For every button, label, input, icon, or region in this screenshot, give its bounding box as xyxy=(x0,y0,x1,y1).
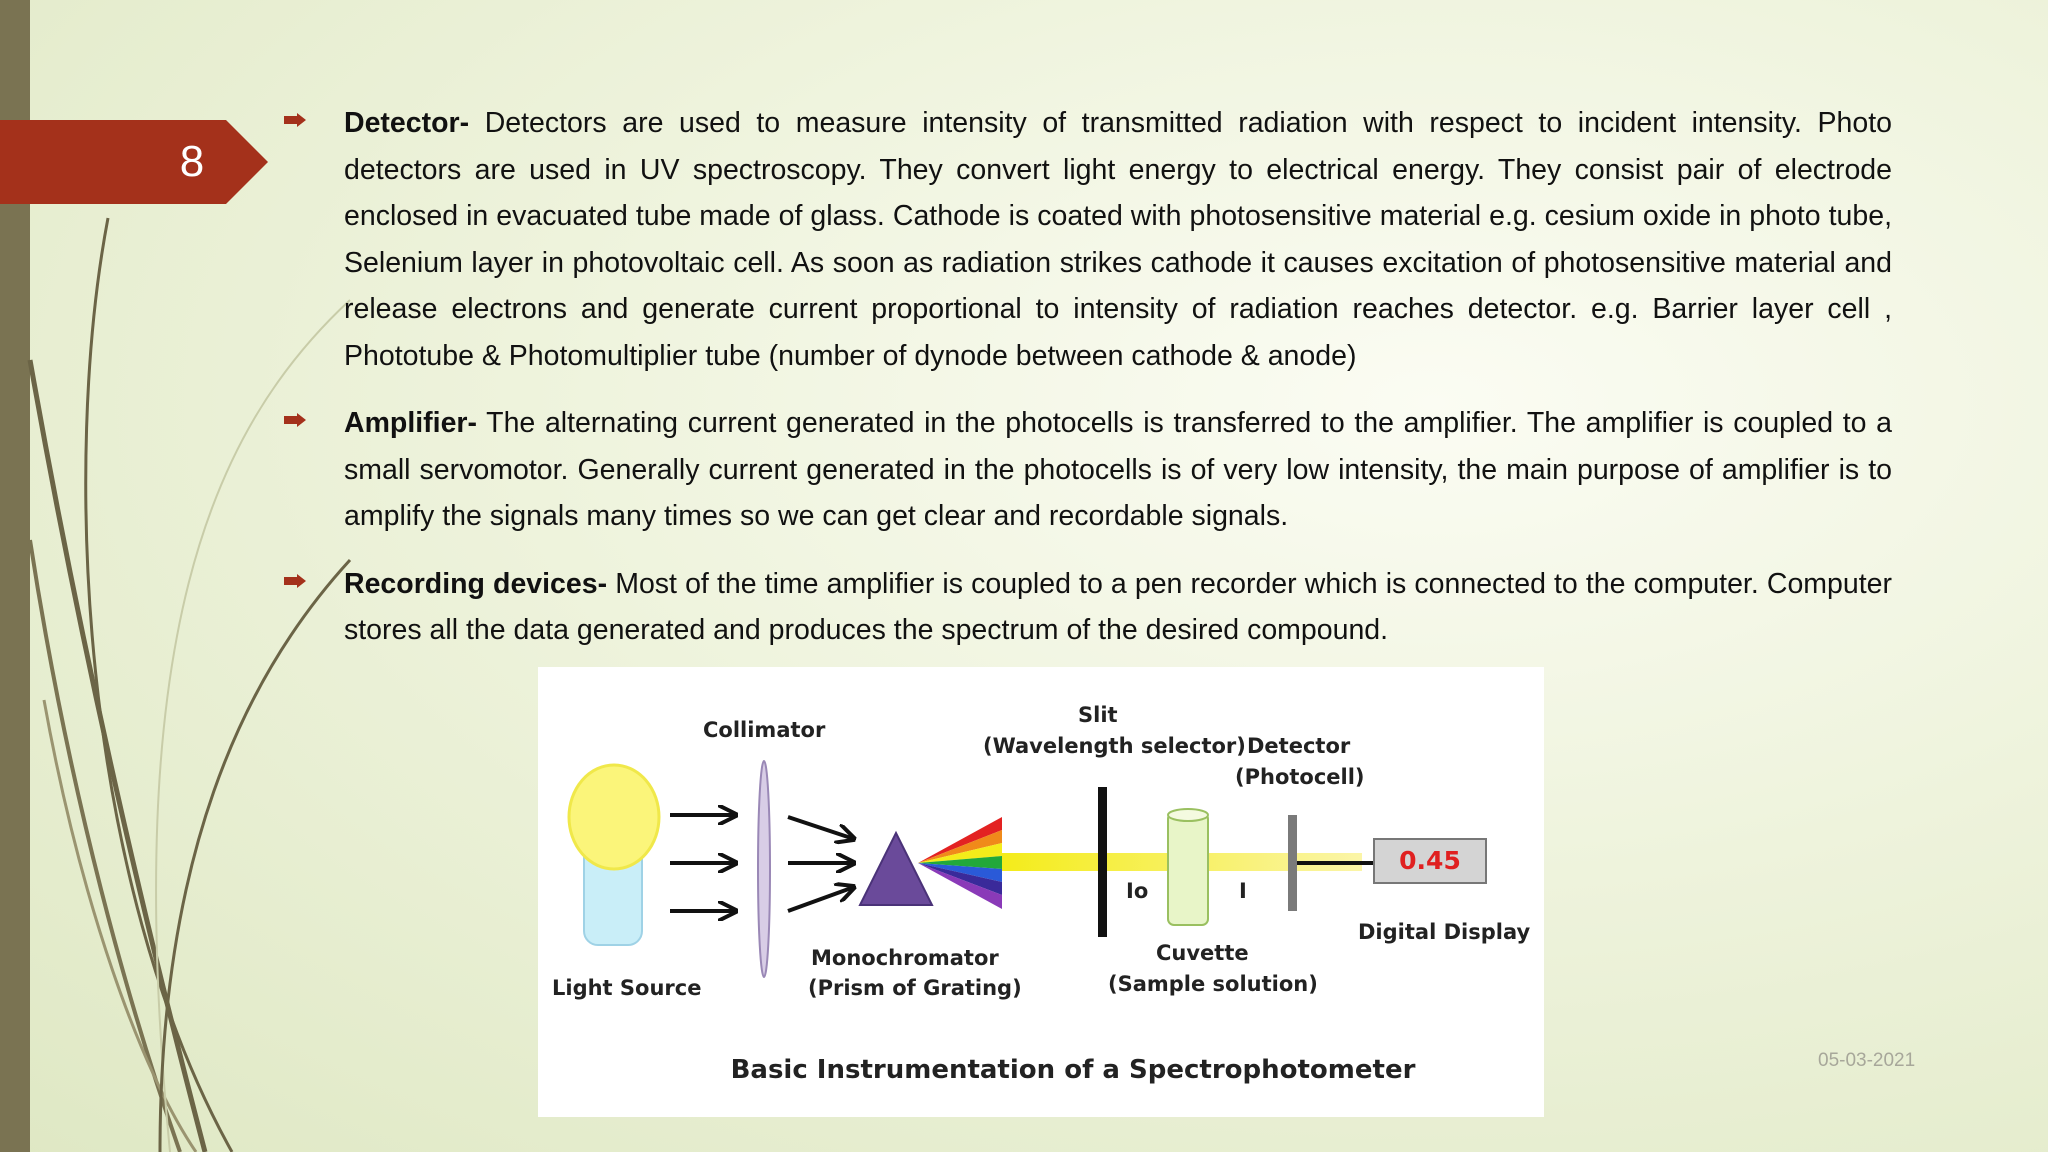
slide-number-tab: 8 xyxy=(0,120,268,204)
label-slit: Slit xyxy=(1078,703,1118,727)
spectrophotometer-diagram: Collimator Slit (Wavelength selector) De… xyxy=(538,667,1544,1117)
bullet-recording-text: Recording devices- Most of the time ampl… xyxy=(344,561,1892,654)
bullet-term: Detector- xyxy=(344,107,470,139)
label-light-source: Light Source xyxy=(552,976,702,1000)
label-detector: Detector xyxy=(1247,734,1351,758)
slit-icon xyxy=(1098,787,1107,937)
bullet-body: Detectors are used to measure intensity … xyxy=(344,107,1892,372)
bullet-amplifier-text: Amplifier- The alternating current gener… xyxy=(344,400,1892,540)
label-wavelength-selector: (Wavelength selector) xyxy=(983,734,1246,758)
bullet-amplifier: Amplifier- The alternating current gener… xyxy=(284,400,1892,540)
bullet-recording-devices: Recording devices- Most of the time ampl… xyxy=(284,561,1892,654)
label-prism-of-grating: (Prism of Grating) xyxy=(808,976,1022,1000)
arrow-bullet-icon xyxy=(284,113,306,127)
bullet-detector: Detector- Detectors are used to measure … xyxy=(284,100,1892,379)
slide-number: 8 xyxy=(179,137,205,186)
detector-photocell-icon xyxy=(1288,815,1297,911)
bullet-term: Recording devices- xyxy=(344,567,608,600)
arrow-bullet-icon xyxy=(284,573,306,588)
spectrum-fan-icon xyxy=(918,817,1002,909)
collimator-lens-icon xyxy=(757,760,771,978)
prism-icon xyxy=(858,830,934,906)
display-value: 0.45 xyxy=(1399,846,1461,875)
cuvette-icon xyxy=(1167,808,1209,926)
bullet-term: Amplifier- xyxy=(344,407,478,439)
diagram-caption: Basic Instrumentation of a Spectrophotom… xyxy=(730,1055,1416,1085)
arrow-bullet-icon xyxy=(284,413,306,427)
bullet-detector-text: Detector- Detectors are used to measure … xyxy=(344,100,1892,379)
bullet-body: The alternating current generated in the… xyxy=(344,407,1892,532)
label-digital-display: Digital Display xyxy=(1358,920,1531,944)
label-io: Io xyxy=(1126,879,1149,903)
label-sample-solution: (Sample solution) xyxy=(1108,972,1318,996)
label-photocell: (Photocell) xyxy=(1235,765,1365,789)
bullet-body: Most of the time amplifier is coupled to… xyxy=(344,567,1892,647)
arrows-source-to-collimator xyxy=(670,815,736,911)
decorative-curves xyxy=(27,217,352,1152)
arrows-collimator-to-prism xyxy=(787,815,854,913)
bullet-list: Detector- Detectors are used to measure … xyxy=(284,100,1892,675)
light-source-icon xyxy=(567,763,661,946)
label-i: I xyxy=(1239,879,1247,903)
digital-display-icon xyxy=(1373,838,1487,884)
label-collimator: Collimator xyxy=(703,718,826,742)
label-cuvette: Cuvette xyxy=(1156,941,1249,965)
slide-date: 05-03-2021 xyxy=(1818,1050,1916,1071)
label-monochromator: Monochromator xyxy=(811,946,999,970)
